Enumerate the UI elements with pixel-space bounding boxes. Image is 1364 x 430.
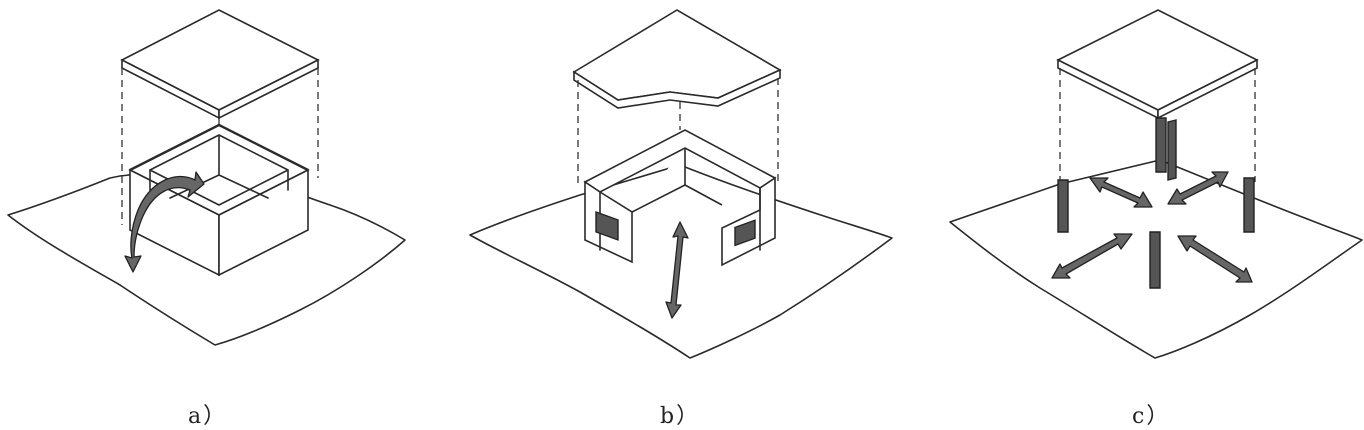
- panel-a-roof: [120, 9, 320, 120]
- panel-b-ground: [469, 164, 893, 359]
- caption-b: b）: [660, 404, 701, 429]
- panel-b-walls: [583, 129, 777, 267]
- panel-a-drawing: [7, 9, 406, 346]
- panel-a-box: [128, 123, 310, 277]
- panel-c-roof: [1056, 9, 1259, 120]
- caption-c: c）: [1132, 404, 1171, 429]
- panel-c-drawing: [949, 9, 1363, 359]
- panel-c-projection: [1059, 68, 1256, 182]
- panel-c-columns: [1057, 117, 1255, 289]
- panel-b-roof: [572, 9, 782, 109]
- panel-b-drawing: [469, 9, 893, 359]
- panel-c-arrows: [1051, 171, 1253, 283]
- panel-b-projection: [577, 78, 779, 185]
- panel-a-rotate-arrow: [124, 171, 205, 273]
- caption-a: a）: [188, 404, 228, 429]
- panel-b-double-arrow: [665, 221, 689, 319]
